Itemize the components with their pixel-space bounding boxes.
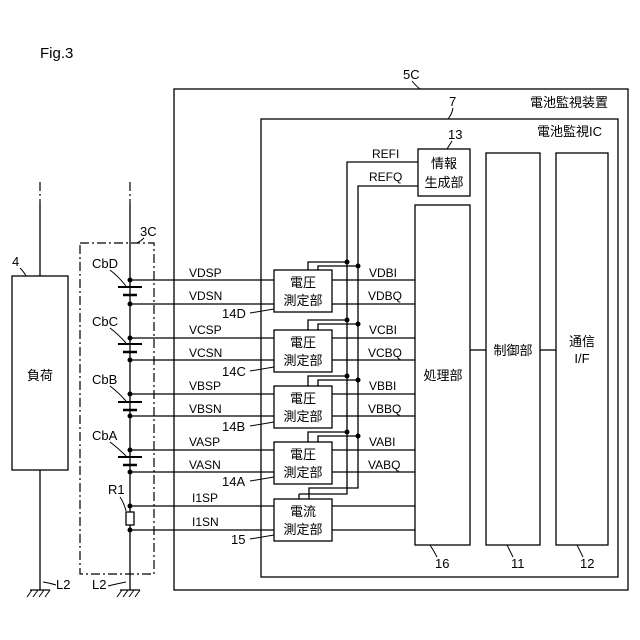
cell-c-label: CbC xyxy=(92,314,118,329)
voltage-unit-b-line2: 測定部 xyxy=(283,409,322,424)
current-unit-line1: 電流 xyxy=(290,504,316,519)
cell-d-label: CbD xyxy=(92,256,118,271)
cell-c: CbC xyxy=(92,314,142,352)
load-label: 負荷 xyxy=(27,368,53,383)
load-ground-symbol xyxy=(27,590,50,597)
comm-if-line2: I/F xyxy=(574,351,589,366)
label-vbsp: VBSP xyxy=(189,379,221,393)
voltage-unit-b-out-q-label: VBBQ xyxy=(368,402,401,416)
refi-label: REFI xyxy=(372,147,399,161)
label-vcsp: VCSP xyxy=(189,323,222,337)
info-generator-line1: 情報 xyxy=(431,156,457,171)
voltage-unit-c-line2: 測定部 xyxy=(283,353,322,368)
label-vasn: VASN xyxy=(189,458,221,472)
current-unit-line2: 測定部 xyxy=(283,522,322,537)
voltage-unit-d-ref: 14D xyxy=(222,306,246,321)
label-vcsn: VCSN xyxy=(189,346,222,360)
voltage-unit-a-out-q-label: VABQ xyxy=(368,458,400,472)
battery-pack-ref: 3C xyxy=(140,224,157,239)
cell-d: CbD xyxy=(92,256,142,295)
label-vasp: VASP xyxy=(189,435,220,449)
refq-label: REFQ xyxy=(369,170,402,184)
battery-pack-frame xyxy=(80,243,154,574)
voltage-unit-a-out-i-label: VABI xyxy=(369,435,395,449)
device-ref: 5C xyxy=(403,67,420,82)
cell-b-label: CbB xyxy=(92,372,117,387)
voltage-unit-c-out-i-label: VCBI xyxy=(369,323,397,337)
device-leader xyxy=(412,81,420,89)
device-name: 電池監視装置 xyxy=(530,95,608,110)
voltage-unit-b-ref: 14B xyxy=(222,419,245,434)
label-i1sp: I1SP xyxy=(192,491,218,505)
voltage-unit-c-ref: 14C xyxy=(222,364,246,379)
controller-label: 制御部 xyxy=(493,343,532,358)
cell-b: CbB xyxy=(92,372,142,410)
comm-if-line1: 通信 xyxy=(569,334,595,349)
processor-ref: 16 xyxy=(435,556,449,571)
voltage-unit-a-line1: 電圧 xyxy=(290,447,316,462)
label-vdsp: VDSP xyxy=(189,266,222,280)
info-generator-ref: 13 xyxy=(448,127,462,142)
label-vbsn: VBSN xyxy=(189,402,222,416)
voltage-unit-b-out-i-label: VBBI xyxy=(369,379,396,393)
load-ref: 4 xyxy=(12,254,19,269)
shunt-resistor xyxy=(126,512,134,525)
ic-name: 電池監視IC xyxy=(537,124,602,139)
battery-ground-label: L2 xyxy=(92,577,106,592)
info-generator-line2: 生成部 xyxy=(424,175,463,190)
cell-a-label: CbA xyxy=(92,428,118,443)
voltage-unit-c-line1: 電圧 xyxy=(290,335,316,350)
load-ground-label: L2 xyxy=(56,577,70,592)
label-vdsn: VDSN xyxy=(189,289,222,303)
voltage-unit-d-out-i-label: VDBI xyxy=(369,266,397,280)
figure-label: Fig.3 xyxy=(40,45,73,62)
battery-ground-symbol xyxy=(117,590,140,597)
voltage-unit-b-line1: 電圧 xyxy=(290,391,316,406)
cell-a: CbA xyxy=(92,428,142,465)
voltage-unit-d-line1: 電圧 xyxy=(290,275,316,290)
current-unit-ref: 15 xyxy=(231,532,245,547)
voltage-unit-d-out-q-label: VDBQ xyxy=(368,289,402,303)
label-i1sn: I1SN xyxy=(192,515,219,529)
voltage-unit-c-out-q-label: VCBQ xyxy=(368,346,402,360)
shunt-label: R1 xyxy=(108,482,125,497)
ic-ref: 7 xyxy=(449,94,456,109)
controller-ref: 11 xyxy=(511,556,525,571)
voltage-unit-a-line2: 測定部 xyxy=(283,465,322,480)
comm-if-ref: 12 xyxy=(580,556,594,571)
voltage-unit-a-ref: 14A xyxy=(222,474,245,489)
comm-if-box xyxy=(556,153,608,545)
voltage-unit-d-line2: 測定部 xyxy=(283,293,322,308)
processor-label: 処理部 xyxy=(423,368,462,383)
